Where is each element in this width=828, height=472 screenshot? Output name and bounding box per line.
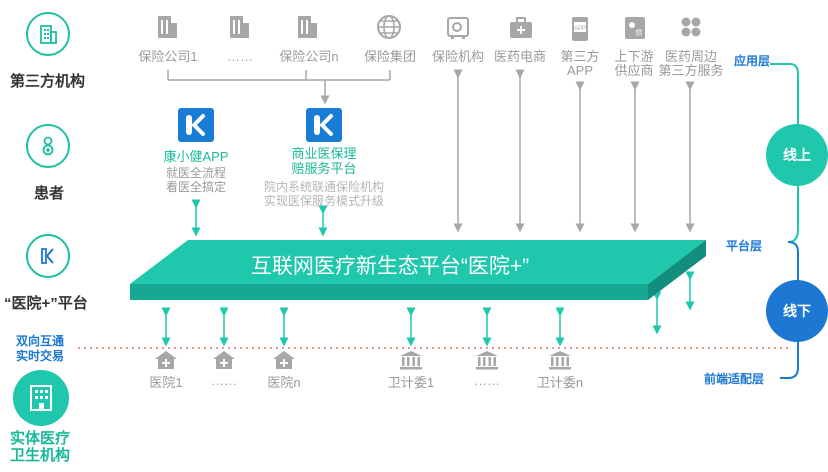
kangxiaojian-logo (178, 108, 214, 142)
building-icon (158, 16, 177, 38)
physical-institution-label: 实体医疗 卫生机构 (10, 430, 71, 464)
bottom-label-5: 卫计委n (536, 375, 584, 390)
top-label-8: 医药周边 第三方服务 (658, 49, 724, 78)
kangxiaojian-desc: 就医全流程 看医全搞定 (165, 166, 226, 194)
bottom-label-2: 医院n (267, 375, 301, 390)
bottom-label-3: 卫计委1 (387, 375, 435, 390)
safe-icon (447, 17, 469, 39)
svg-text:供: 供 (636, 28, 643, 37)
top-label-2: 保险公司n (279, 49, 339, 64)
insurance-platform-logo (306, 108, 342, 142)
bottom-label-4: …… (474, 373, 500, 388)
insurance-platform-name: 商业医保理 赔服务平台 (291, 146, 357, 176)
offline-label: 线下 (783, 303, 811, 319)
patient-circle (26, 124, 70, 168)
kk-logo-icon (41, 248, 54, 264)
frontend-layer-label: 前端适配层 (704, 372, 765, 386)
physical-institution-circle (13, 370, 69, 426)
platform-label: “医院+”平台 (4, 295, 88, 312)
bottom-connectors (161, 271, 695, 347)
online-label: 线上 (783, 147, 811, 163)
top-label-4: 保险机构 (431, 49, 484, 64)
two-way-label: 双向互通 实时交易 (16, 334, 65, 363)
government-icon (549, 351, 571, 370)
online-circle: 线上 (766, 124, 828, 186)
kk-logo-icon (314, 114, 333, 136)
patient-label: 患者 (34, 185, 65, 202)
globe-icon (377, 15, 401, 39)
bottom-label-0: 医院1 (149, 375, 183, 390)
hospital-icon (213, 351, 235, 369)
government-icon (400, 351, 422, 370)
top-label-0: 保险公司1 (138, 49, 198, 64)
institution-connectors (453, 69, 695, 233)
application-layer-label: 应用层 (734, 54, 771, 68)
kk-logo-icon (186, 114, 205, 136)
platform-circle (26, 234, 70, 278)
top-label-1: …… (227, 49, 253, 64)
bottom-label-1: …… (211, 373, 237, 388)
kangxiaojian-name: 康小健APP (163, 149, 229, 164)
app-icon: APP (572, 17, 588, 41)
offline-circle: 线下 (766, 280, 828, 342)
building-icon (298, 16, 317, 38)
third-party-circle (26, 12, 70, 56)
third-party-label: 第三方机构 (10, 73, 86, 90)
app-connectors (191, 199, 328, 237)
layer-bracket (770, 63, 799, 379)
insurance-platform-desc: 院内系统联通保险机构 实现医保服务模式升级 (263, 180, 384, 208)
grid-icon (681, 17, 701, 37)
medkit-icon (510, 17, 532, 38)
building-icon (40, 25, 57, 44)
supplier-icon: 供 (625, 17, 645, 39)
top-label-6: 第三方 APP (560, 49, 600, 78)
building-icon (30, 385, 52, 411)
hospital-icon (273, 351, 295, 369)
svg-text:APP: APP (574, 26, 586, 32)
top-label-5: 医药电商 (493, 49, 546, 64)
top-label-3: 保险集团 (363, 49, 416, 64)
platform-title: 互联网医疗新生态平台“医院+” (250, 255, 530, 278)
building-icon (230, 16, 249, 38)
patient-icon (42, 136, 54, 156)
hospital-icon (155, 351, 177, 369)
platform-layer-label: 平台层 (726, 239, 763, 253)
government-icon (476, 351, 498, 370)
top-label-7: 上下游 供应商 (614, 49, 654, 78)
insurance-connector (167, 70, 391, 105)
